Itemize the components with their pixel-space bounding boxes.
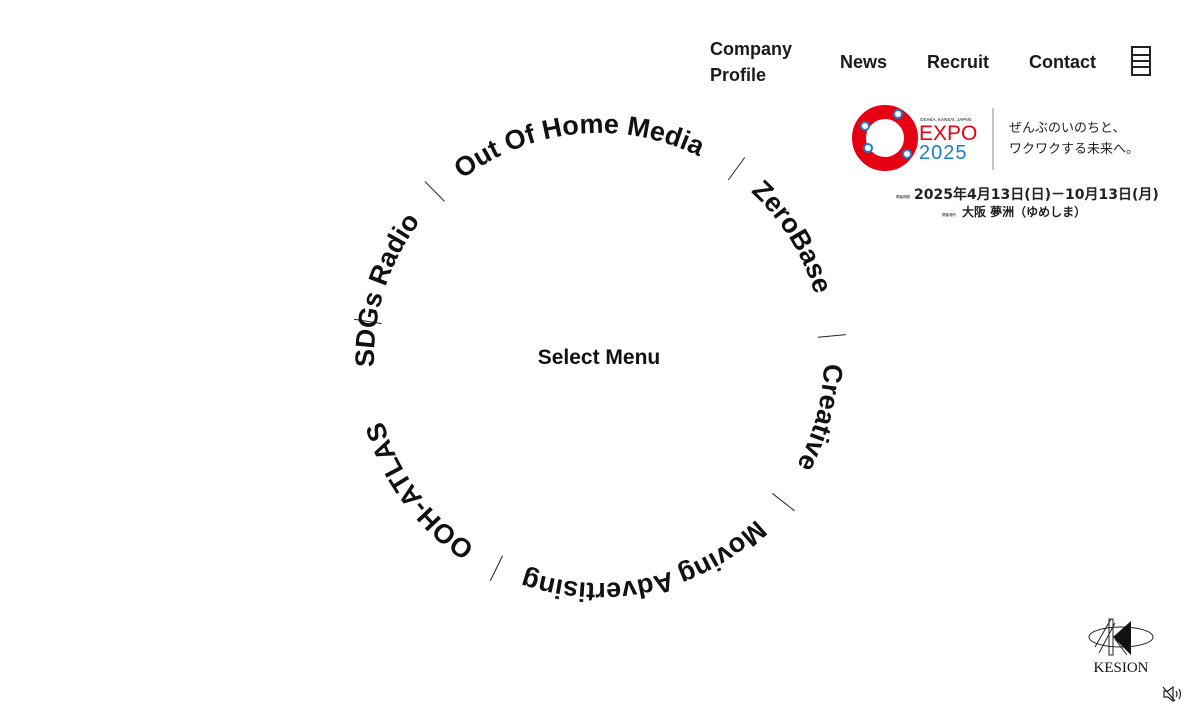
- menu-item-creative[interactable]: Creative: [791, 363, 848, 476]
- menu-item-label: OOH-ATLAS: [360, 419, 479, 566]
- menu-item-moving-advertising[interactable]: Moving Advertising: [518, 515, 773, 607]
- period-label: 開催期間: [896, 194, 910, 199]
- nav-recruit[interactable]: Recruit: [927, 52, 990, 72]
- menu-item-out-of-home-media[interactable]: Out Of Home Media: [448, 109, 710, 184]
- expo-venue: 大阪 夢洲（ゆめしま）: [962, 204, 1086, 219]
- menu-divider: [727, 157, 746, 181]
- menu-item-ooh-atlas[interactable]: OOH-ATLAS: [360, 419, 479, 566]
- expo-2025-banner[interactable]: OSAKA, KANSAI, JAPAN EXPO 2025 ぜんぶのいのちと、…: [852, 104, 1167, 222]
- kesion-logo[interactable]: KESION: [1087, 617, 1155, 677]
- venue-label: 開催場所: [942, 212, 956, 217]
- expo-slogan-1: ぜんぶのいのちと、: [1009, 121, 1125, 136]
- nav-contact[interactable]: Contact: [1029, 52, 1097, 72]
- main-nav: Company Profile News Recruit Contact: [710, 36, 1096, 88]
- menu-item-label: ZeroBase: [746, 174, 837, 296]
- nav-news[interactable]: News: [840, 52, 888, 72]
- menu-divider: [817, 334, 846, 338]
- select-menu-label: Select Menu: [538, 346, 661, 369]
- menu-item-label: Creative: [791, 363, 848, 476]
- nav-company-profile[interactable]: Company Profile: [710, 39, 793, 85]
- expo-dates: 2025年4月13日(日)－10月13日(月): [914, 186, 1159, 203]
- expo-region: OSAKA, KANSAI, JAPAN: [920, 117, 971, 122]
- expo-year: 2025: [919, 142, 968, 164]
- expo-logo-icon: [852, 105, 918, 171]
- menu-divider: [353, 318, 382, 325]
- menu-item-label: SDGs Radio: [350, 207, 425, 367]
- menu-item-label: Moving Advertising: [518, 515, 773, 607]
- menu-divider: [772, 493, 795, 512]
- menu-item-label: Out Of Home Media: [448, 109, 710, 184]
- logo-text: KESION: [1094, 660, 1149, 676]
- menu-divider: [489, 555, 504, 582]
- expo-title: EXPO: [919, 122, 977, 145]
- expo-slogan-2: ワクワクする未来へ。: [1009, 142, 1139, 157]
- hamburger-menu-button[interactable]: [1131, 46, 1151, 76]
- speaker-muted-icon[interactable]: [1161, 684, 1187, 704]
- menu-divider: [424, 181, 445, 202]
- menu-item-sdgs-radio[interactable]: SDGs Radio: [350, 207, 425, 367]
- menu-item-zerobase[interactable]: ZeroBase: [746, 174, 837, 296]
